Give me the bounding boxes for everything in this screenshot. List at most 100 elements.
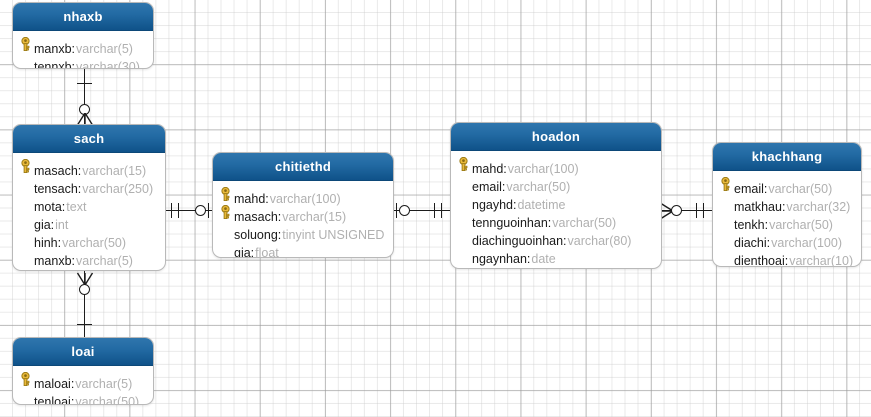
field-indent: [455, 263, 472, 268]
field-row[interactable]: diachinguoinhan: varchar(80): [455, 227, 655, 248]
field-indent: [455, 245, 472, 263]
field-list: mahd: varchar(100)masach: varchar(15)sol…: [213, 181, 393, 257]
field-name: mota:: [34, 200, 66, 214]
field-type: varchar(100): [269, 192, 341, 206]
field-name: matkhau:: [734, 200, 786, 214]
field-row-primary-key[interactable]: masach: varchar(15): [217, 203, 387, 224]
field-name: tenloai:: [34, 395, 75, 405]
table-loai[interactable]: loai maloai: varchar(5)tenloai: varchar(…: [12, 337, 154, 405]
field-row[interactable]: dienthoai: varchar(10): [717, 247, 855, 267]
field-name: ngayhd:: [472, 198, 517, 212]
field-name: tennguoinhan:: [472, 216, 552, 230]
field-indent: [17, 247, 34, 265]
field-row[interactable]: tennxb: varchar(30): [17, 53, 147, 68]
field-list: manxb: varchar(5)tennxb: varchar(30): [13, 31, 153, 68]
field-row[interactable]: tensach: varchar(250): [17, 175, 159, 196]
field-indent: [17, 388, 34, 404]
field-name: hinh:: [34, 236, 62, 250]
field-row[interactable]: ngaynhan: date: [455, 245, 655, 266]
field-type: varchar(50): [75, 395, 140, 405]
field-type: varchar(100): [771, 236, 843, 250]
field-row[interactable]: hinh: varchar(50): [17, 229, 159, 250]
field-indent: [17, 193, 34, 211]
cardinality-one-bar: [208, 203, 209, 218]
field-row-primary-key[interactable]: mahd: varchar(100): [217, 185, 387, 206]
table-title: nhaxb: [13, 3, 153, 31]
field-type: varchar(5): [76, 42, 133, 56]
field-type: varchar(100): [507, 162, 579, 176]
field-indent: [17, 53, 34, 68]
field-row[interactable]: gia: float: [217, 239, 387, 257]
field-row[interactable]: tennguoinhan: varchar(50): [455, 209, 655, 230]
table-hoadon[interactable]: hoadon mahd: varchar(100)email: varchar(…: [450, 122, 662, 269]
field-row-primary-key[interactable]: manxb: varchar(5): [17, 35, 147, 56]
cardinality-one-bar: [696, 203, 697, 218]
field-indent: [217, 221, 234, 239]
field-indent: [717, 211, 734, 229]
field-row[interactable]: soluong: tinyint UNSIGNED: [217, 221, 387, 242]
cardinality-one-bar: [441, 203, 442, 218]
field-name: gia:: [234, 246, 255, 258]
cardinality-zero-circle: [399, 205, 410, 216]
field-type: varchar(250): [82, 182, 154, 196]
field-name: email:: [734, 182, 768, 196]
primary-key-icon: [221, 187, 230, 201]
field-type: varchar(15): [282, 210, 347, 224]
field-indent: [455, 227, 472, 245]
key-icon-slot: [217, 203, 234, 221]
field-indent: [17, 211, 34, 229]
field-row[interactable]: diachi: varchar(100): [717, 229, 855, 250]
field-list: email: varchar(50)matkhau: varchar(32)te…: [713, 171, 861, 267]
cardinality-zero-circle: [671, 205, 682, 216]
field-row[interactable]: tenloai: varchar(50): [17, 388, 147, 405]
field-name: manxb:: [34, 254, 75, 268]
cardinality-one-bar: [434, 203, 435, 218]
field-name: masach:: [234, 210, 282, 224]
field-row[interactable]: mota: text: [17, 193, 159, 214]
primary-key-icon: [459, 157, 468, 171]
field-row[interactable]: tenkh: varchar(50): [717, 211, 855, 232]
table-title: hoadon: [451, 123, 661, 151]
connector-line: [84, 69, 85, 125]
cardinality-one-bar: [396, 203, 397, 218]
key-icon-slot: [17, 157, 34, 175]
field-row[interactable]: email: varchar(50): [455, 173, 655, 194]
table-title: loai: [13, 338, 153, 366]
field-name: manxb:: [34, 42, 75, 56]
field-type: varchar(50): [62, 236, 127, 250]
field-list: maloai: varchar(5)tenloai: varchar(50): [13, 366, 153, 405]
cardinality-one-bar: [77, 83, 92, 84]
field-indent: [455, 191, 472, 209]
table-khachhang[interactable]: khachhang email: varchar(50)matkhau: var…: [712, 142, 862, 267]
field-list: masach: varchar(15)tensach: varchar(250)…: [13, 153, 165, 270]
field-name: dienthoai:: [734, 254, 789, 267]
key-icon-slot: [17, 35, 34, 53]
field-row-primary-key[interactable]: email: varchar(50): [717, 175, 855, 196]
field-indent: [17, 265, 34, 270]
field-type: datetime: [517, 198, 566, 212]
field-row[interactable]: manxb: varchar(5): [17, 247, 159, 268]
field-type: varchar(15): [82, 164, 147, 178]
key-icon-slot: [217, 185, 234, 203]
field-row[interactable]: ngayhd: datetime: [455, 191, 655, 212]
field-name: soluong:: [234, 228, 282, 242]
field-indent: [217, 239, 234, 257]
field-type: text: [66, 200, 87, 214]
field-row-primary-key[interactable]: maloai: varchar(5): [17, 370, 147, 391]
table-sach[interactable]: sach masach: varchar(15)tensach: varchar…: [12, 124, 166, 271]
connector-line: [394, 210, 450, 211]
primary-key-icon: [221, 205, 230, 219]
table-chitiethd[interactable]: chitiethd mahd: varchar(100)masach: varc…: [212, 152, 394, 258]
table-nhaxb[interactable]: nhaxb manxb: varchar(5)tennxb: varchar(3…: [12, 2, 154, 69]
field-row[interactable]: matkhau: varchar(32): [717, 193, 855, 214]
cardinality-many-crowsfoot: [76, 272, 94, 285]
field-indent: [717, 193, 734, 211]
field-row[interactable]: gia: int: [17, 211, 159, 232]
field-row-primary-key[interactable]: masach: varchar(15): [17, 157, 159, 178]
field-row-primary-key[interactable]: mahd: varchar(100): [455, 155, 655, 176]
cardinality-one-bar: [77, 324, 92, 325]
field-indent: [717, 247, 734, 265]
field-indent: [717, 229, 734, 247]
field-type: varchar(5): [75, 377, 133, 391]
field-name: masach:: [34, 164, 82, 178]
